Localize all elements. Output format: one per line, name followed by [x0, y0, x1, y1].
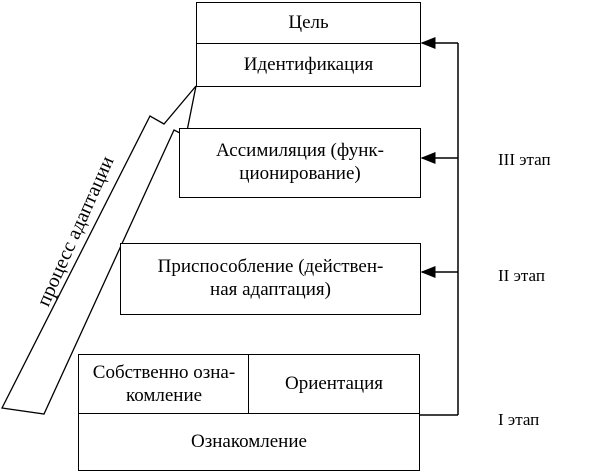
familiarization-proper-label-line1: Собственно озна- [92, 361, 236, 383]
adaptation-label-line1: Приспособление (действен- [157, 256, 384, 278]
adaptation-box: Приспособление (действен- ная адаптация) [120, 243, 421, 315]
orientation-label: Ориентация [284, 373, 384, 395]
familiarization-box: Ознакомление [78, 413, 420, 471]
identification-label: Идентификация [243, 53, 374, 75]
familiarization-proper-label-line2: комление [125, 384, 203, 406]
assimilation-label-line2: ционирование) [239, 163, 361, 184]
stage-2-label: II этап [498, 266, 545, 285]
adaptation-label-line2: ная адаптация) [210, 279, 331, 300]
assimilation-box: Ассимиляция (функ- ционирование) [179, 128, 421, 198]
identification-box: Идентификация [196, 43, 421, 87]
familiarization-label: Ознакомление [191, 430, 307, 452]
familiarization-proper-box: Собственно озна- комление [78, 354, 249, 414]
assimilation-label-line1: Ассимиляция (функ- [216, 140, 384, 162]
orientation-box: Ориентация [248, 354, 420, 414]
stage-1-label: I этап [498, 410, 540, 429]
stage-3-label: III этап [498, 150, 551, 169]
goal-label: Цель [288, 12, 329, 34]
process-arrow [1, 85, 197, 415]
goal-box: Цель [196, 2, 421, 44]
